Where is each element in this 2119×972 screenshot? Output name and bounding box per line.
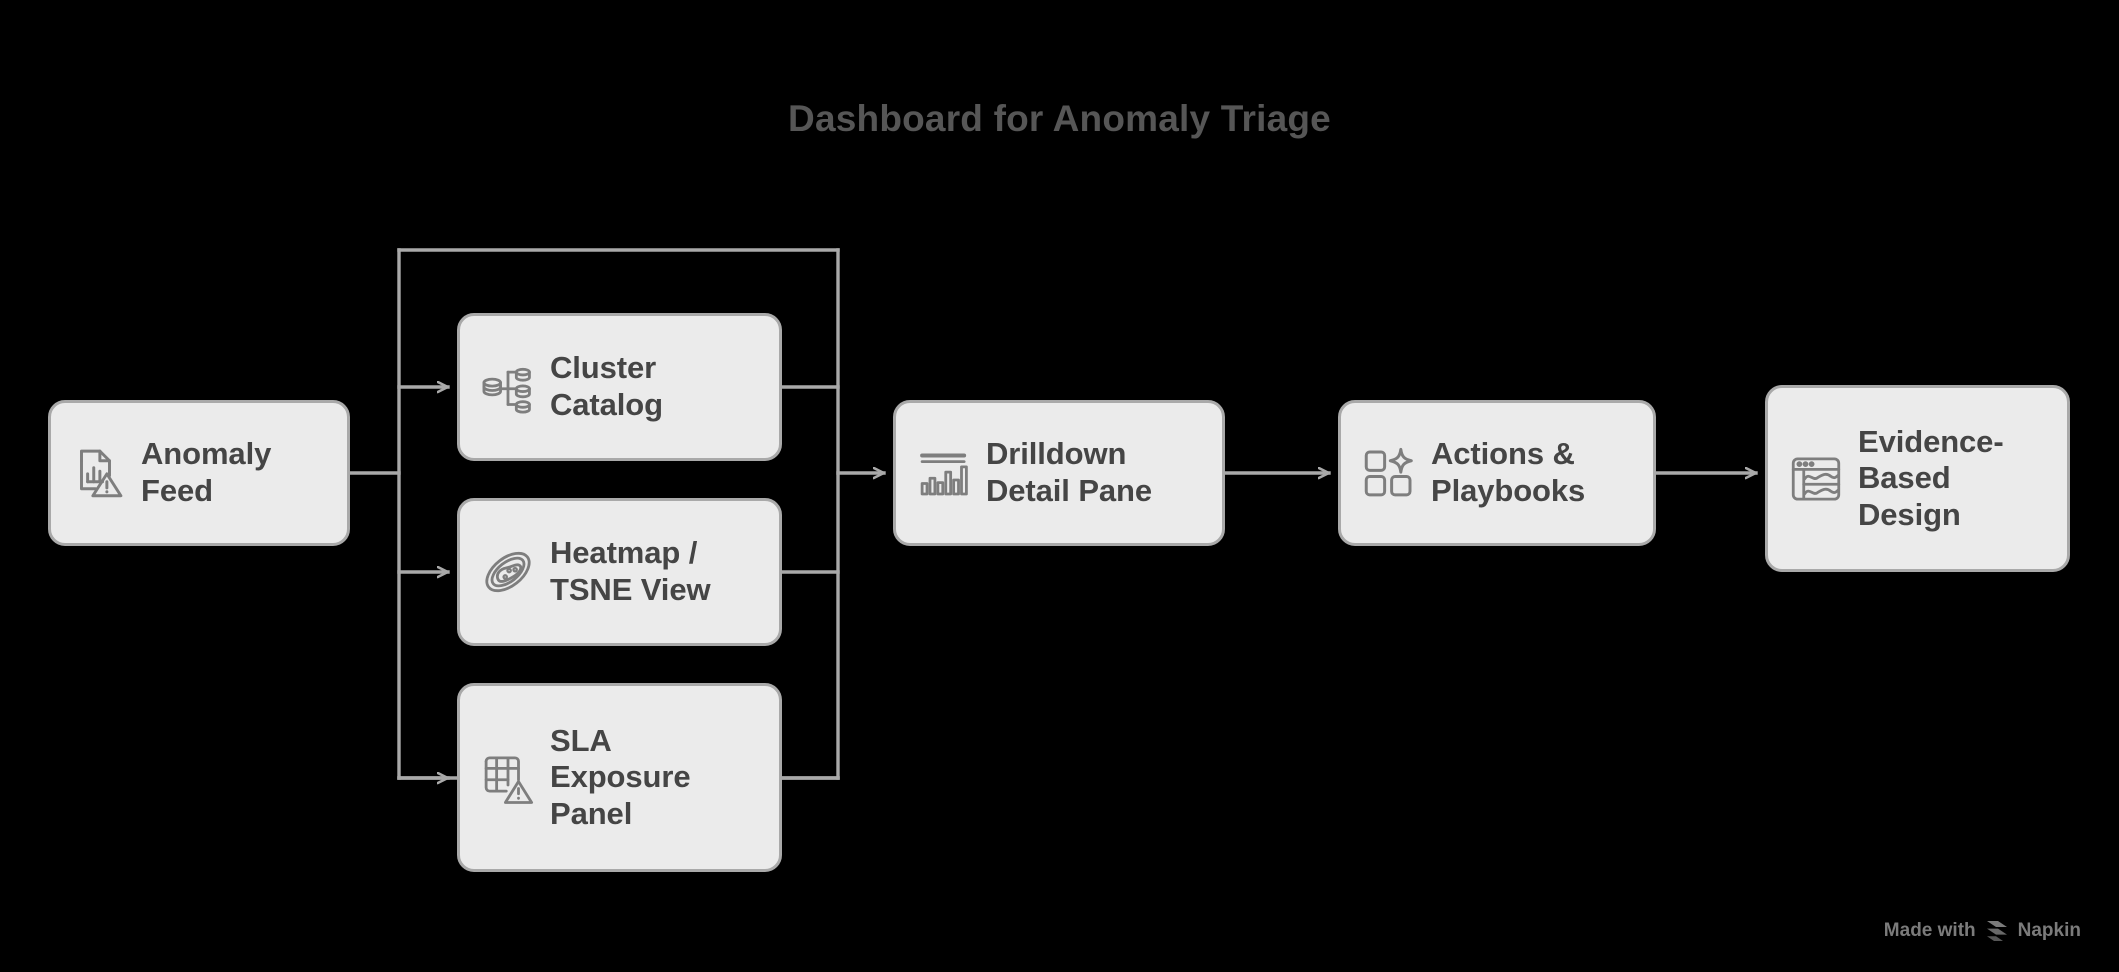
- database-hierarchy-icon: [482, 367, 531, 414]
- grid-table-warning-icon: [484, 755, 534, 804]
- node-label: Cluster Catalog: [550, 350, 663, 422]
- squares-sparkle-icon: [1364, 447, 1413, 497]
- node-anomaly-feed[interactable]: Anomaly Feed: [48, 400, 350, 546]
- node-label: SLA Exposure Panel: [550, 722, 691, 831]
- browser-window-chart-icon: [1791, 456, 1841, 501]
- node-label: Actions & Playbooks: [1431, 436, 1586, 508]
- node-heatmap-tsne[interactable]: Heatmap / TSNE View: [457, 498, 782, 646]
- node-evidence-design[interactable]: Evidence- Based Design: [1765, 385, 2070, 572]
- node-actions-playbooks[interactable]: Actions & Playbooks: [1338, 400, 1656, 546]
- node-drilldown-detail-pane[interactable]: Drilldown Detail Pane: [893, 400, 1225, 546]
- node-cluster-catalog[interactable]: Cluster Catalog: [457, 313, 782, 461]
- napkin-watermark: Made with Napkin: [1884, 920, 2081, 942]
- page-title: Dashboard for Anomaly Triage: [788, 98, 1331, 139]
- watermark-prefix: Made with: [1883, 920, 1976, 941]
- barchart-panel-icon: [920, 453, 968, 496]
- node-label: Evidence- Based Design: [1858, 423, 2004, 532]
- watermark-brand: Napkin: [2017, 920, 2081, 941]
- node-sla-exposure[interactable]: SLA Exposure Panel: [457, 683, 782, 872]
- document-barchart-warning-icon: [80, 449, 123, 498]
- node-label: Heatmap / TSNE View: [550, 535, 711, 607]
- napkin-chevron-logo: [1986, 921, 2007, 941]
- contour-cluster-ellipse-icon: [485, 551, 531, 593]
- node-label: Drilldown Detail Pane: [986, 436, 1153, 508]
- node-label: Anomaly Feed: [141, 436, 272, 508]
